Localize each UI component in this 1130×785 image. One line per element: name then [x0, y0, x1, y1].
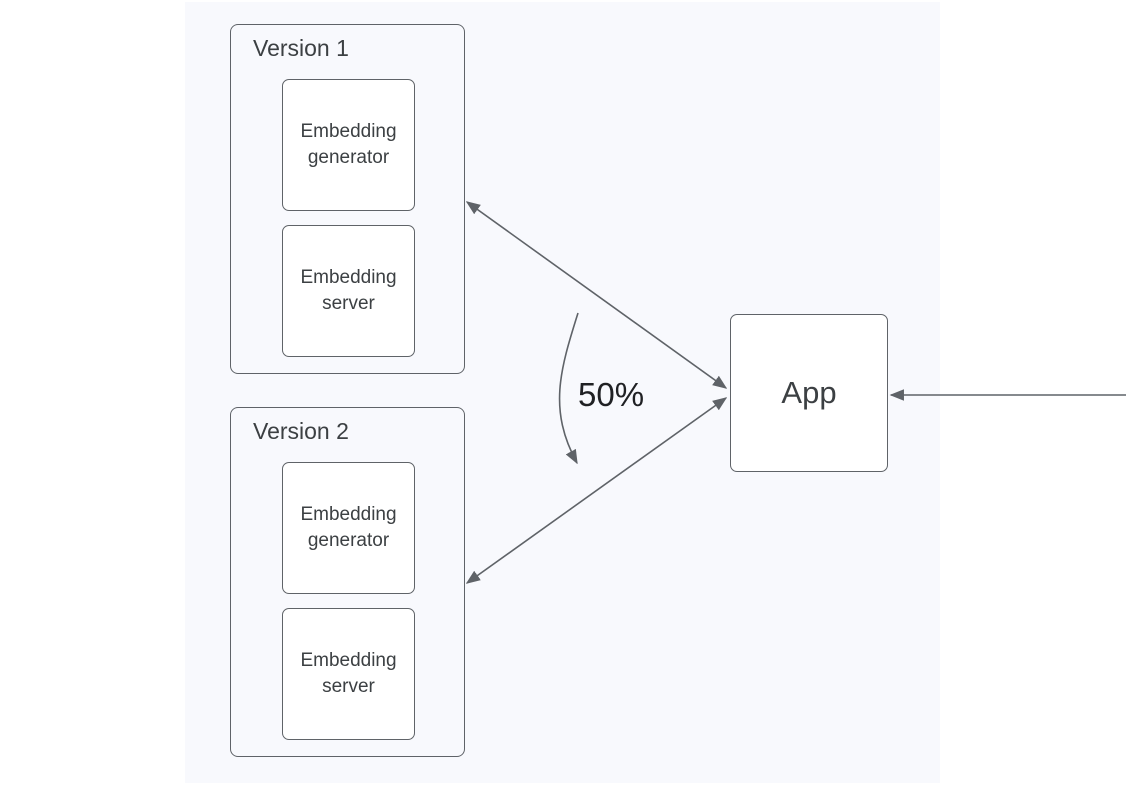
app-box: App — [730, 314, 888, 472]
version-1-embedding-server: Embedding server — [282, 225, 415, 357]
component-label-line2: generator — [307, 530, 390, 551]
split-curve-arrow — [558, 312, 579, 465]
component-label-line2: server — [322, 293, 375, 314]
component-label-line1: Embedding — [300, 121, 397, 142]
version-2-title: Version 2 — [253, 418, 349, 444]
arrow-version2-app — [465, 397, 728, 584]
app-label: App — [781, 375, 837, 410]
component-label-line1: Embedding — [300, 504, 397, 525]
arrow-version1-app — [465, 201, 728, 389]
version-1-box: Version 1 Embedding generator Embedding … — [230, 24, 465, 374]
component-label-line2: server — [322, 676, 375, 697]
version-2-embedding-generator: Embedding generator — [282, 462, 415, 594]
version-1-title: Version 1 — [253, 35, 349, 61]
component-label-line1: Embedding — [300, 650, 397, 671]
component-label-line1: Embedding — [300, 267, 397, 288]
version-2-box: Version 2 Embedding generator Embedding … — [230, 407, 465, 757]
version-2-embedding-server: Embedding server — [282, 608, 415, 740]
component-label-line2: generator — [307, 147, 390, 168]
version-1-embedding-generator: Embedding generator — [282, 79, 415, 211]
